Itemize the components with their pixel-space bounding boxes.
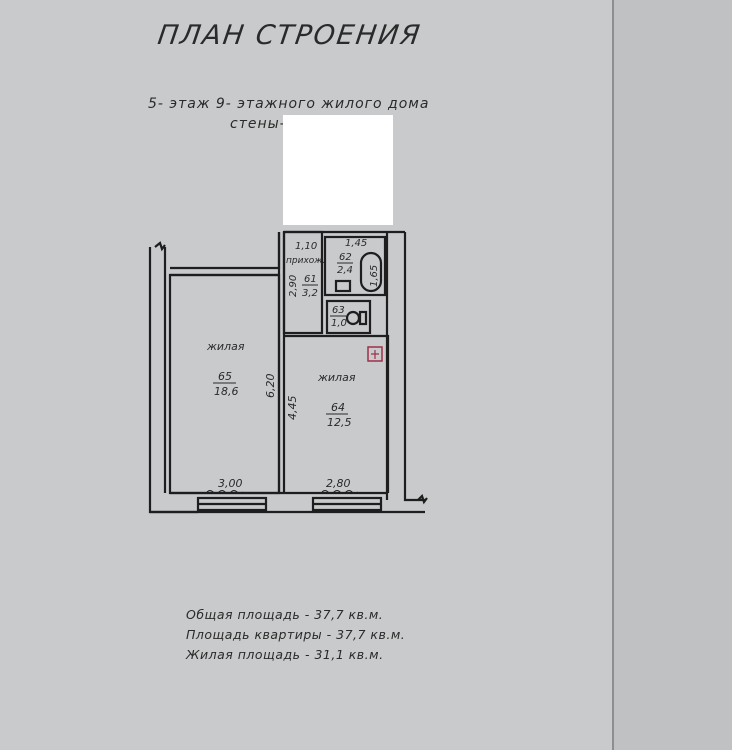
room-63-wc [325, 299, 372, 335]
room65-label: жилая [206, 340, 245, 353]
total-area: Общая площадь - 37,7 кв.м. [186, 607, 384, 622]
dim-bathtub: 1,65 [369, 265, 380, 287]
dim-room65-length: 6,20 [264, 374, 277, 399]
apartment-area: Площадь квартиры - 37,7 кв.м. [186, 627, 406, 642]
room65-number: 65 [218, 370, 232, 383]
top-wall-room65 [170, 232, 281, 277]
room61-area: 3,2 [302, 288, 318, 299]
room61-label: прихож. [286, 256, 325, 266]
room64-number: 64 [331, 401, 345, 414]
room62-number: 62 [339, 252, 352, 263]
room63-number: 63 [332, 305, 345, 316]
vent-shaft-icon [367, 346, 383, 362]
room63-area: 1,0 [331, 318, 347, 329]
radiator-icon [206, 490, 359, 494]
break-mark-icon [417, 493, 428, 505]
room62-area: 2,4 [337, 265, 353, 276]
dim-hall-length: 2,90 [288, 275, 299, 297]
sink-icon [334, 279, 352, 293]
room-62-bathroom [323, 235, 387, 297]
living-area: Жилая площадь - 31,1 кв.м. [186, 647, 384, 662]
room-65 [168, 273, 281, 495]
room61-number: 61 [304, 274, 317, 285]
bottom-wall [150, 491, 425, 514]
dim-room64-length: 4,45 [286, 396, 299, 421]
room64-area: 12,5 [327, 416, 352, 429]
left-wall [148, 247, 198, 514]
toilet-tank-icon [358, 310, 368, 326]
toilet-icon [345, 310, 361, 326]
right-wall [284, 230, 425, 502]
floor-subtitle: 5- этаж 9- этажного жилого дома [148, 96, 430, 112]
vent-plus-icon [371, 350, 379, 359]
walls-subtitle: стены- [230, 116, 286, 132]
dim-hall-width: 1,10 [295, 241, 317, 252]
room-64-outline [284, 334, 390, 493]
dim-bath-width: 1,45 [345, 238, 367, 249]
room64-label: жилая [317, 371, 356, 384]
redacted-area [283, 115, 393, 225]
dim-room64-width: 2,80 [326, 477, 351, 490]
dim-room65-width: 3,00 [218, 477, 243, 490]
room65-area: 18,6 [214, 385, 239, 398]
break-mark-icon [154, 241, 166, 252]
background-sheet [612, 0, 732, 750]
bathtub-icon [359, 251, 383, 293]
